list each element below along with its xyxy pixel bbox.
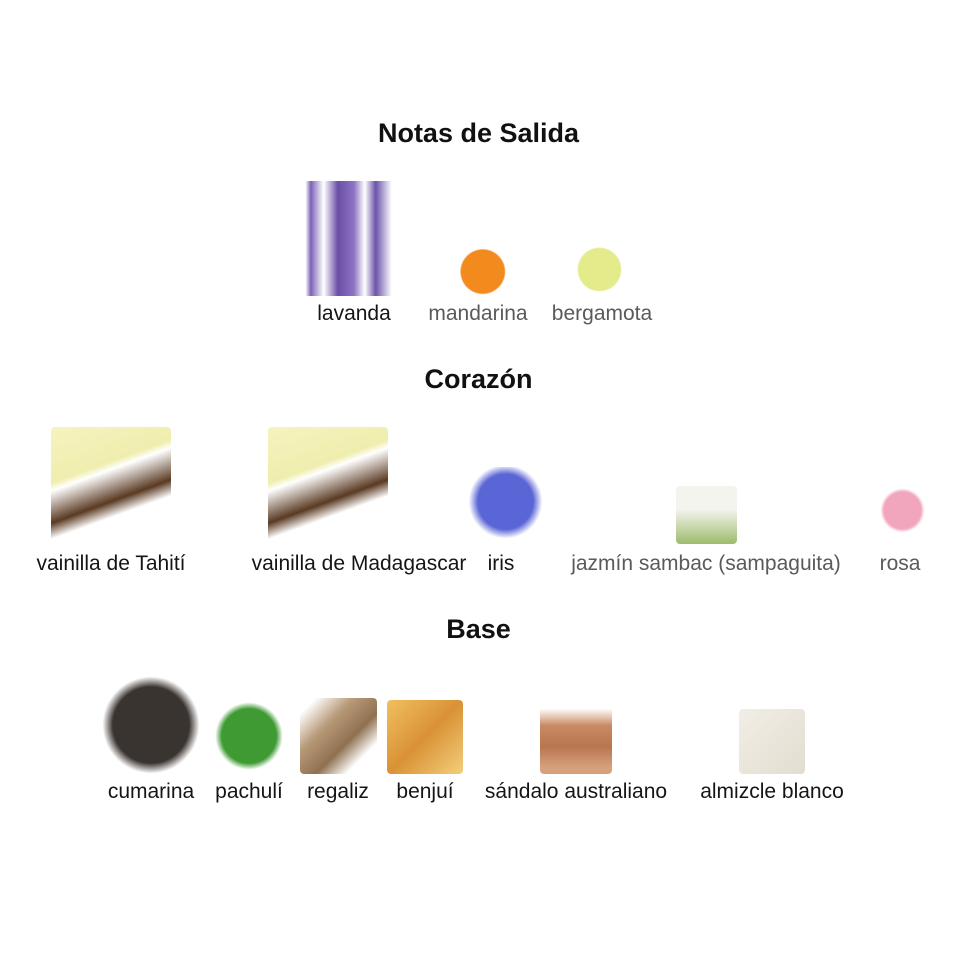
note-label: jazmín sambac (sampaguita) — [571, 552, 841, 575]
note-label: mandarina — [428, 302, 528, 325]
section-title-heart: Corazón — [424, 364, 533, 394]
section-title-base: Base — [446, 614, 511, 644]
tonka-bean-icon — [102, 676, 200, 774]
note-label: regaliz — [307, 780, 369, 803]
vanilla-icon — [268, 427, 388, 544]
note-label: almizcle blanco — [700, 780, 844, 803]
rose-icon — [874, 488, 931, 544]
note-label: pachulí — [215, 780, 283, 803]
jasmine-icon — [676, 486, 737, 544]
white-musk-icon — [739, 709, 805, 774]
sandalwood-icon — [540, 705, 612, 774]
bergamot-icon — [572, 237, 633, 296]
note-label: vainilla de Madagascar — [251, 552, 467, 575]
benzoin-icon — [387, 700, 463, 774]
note-label: lavanda — [317, 302, 391, 325]
note-label: iris — [487, 552, 515, 575]
note-label: vainilla de Tahití — [36, 552, 186, 575]
note-label: sándalo australiano — [484, 780, 668, 803]
note-label: bergamota — [551, 302, 653, 325]
mandarin-icon — [452, 235, 508, 296]
note-label: cumarina — [107, 780, 195, 803]
patchouli-icon — [210, 698, 288, 774]
note-label: rosa — [879, 552, 921, 575]
note-label: benjuí — [396, 780, 454, 803]
section-title-top: Notas de Salida — [377, 118, 580, 148]
licorice-icon — [300, 698, 377, 774]
iris-icon — [461, 467, 542, 544]
lavender-icon — [300, 181, 408, 296]
vanilla-icon — [51, 427, 171, 544]
